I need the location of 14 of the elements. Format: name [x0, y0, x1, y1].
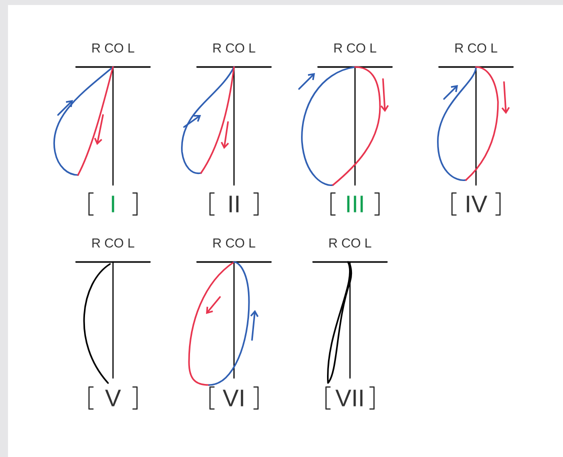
- axis-label: R CO L: [92, 43, 134, 53]
- axis-label: R CO L: [213, 238, 256, 248]
- axis-label: R CO L: [334, 43, 376, 53]
- axis-label: R CO L: [329, 238, 372, 248]
- roman-numeral: VII: [335, 390, 362, 406]
- roman-numeral: III: [347, 196, 363, 212]
- axis-label: R CO L: [213, 43, 256, 53]
- roman-numeral: I: [112, 196, 114, 212]
- axis-label: R CO L: [455, 43, 498, 53]
- roman-numeral: II: [230, 196, 238, 212]
- axis-label: R CO L: [92, 238, 134, 248]
- roman-numeral: V: [105, 390, 121, 406]
- roman-numeral: VI: [222, 390, 244, 406]
- roman-numeral: IV: [466, 196, 488, 212]
